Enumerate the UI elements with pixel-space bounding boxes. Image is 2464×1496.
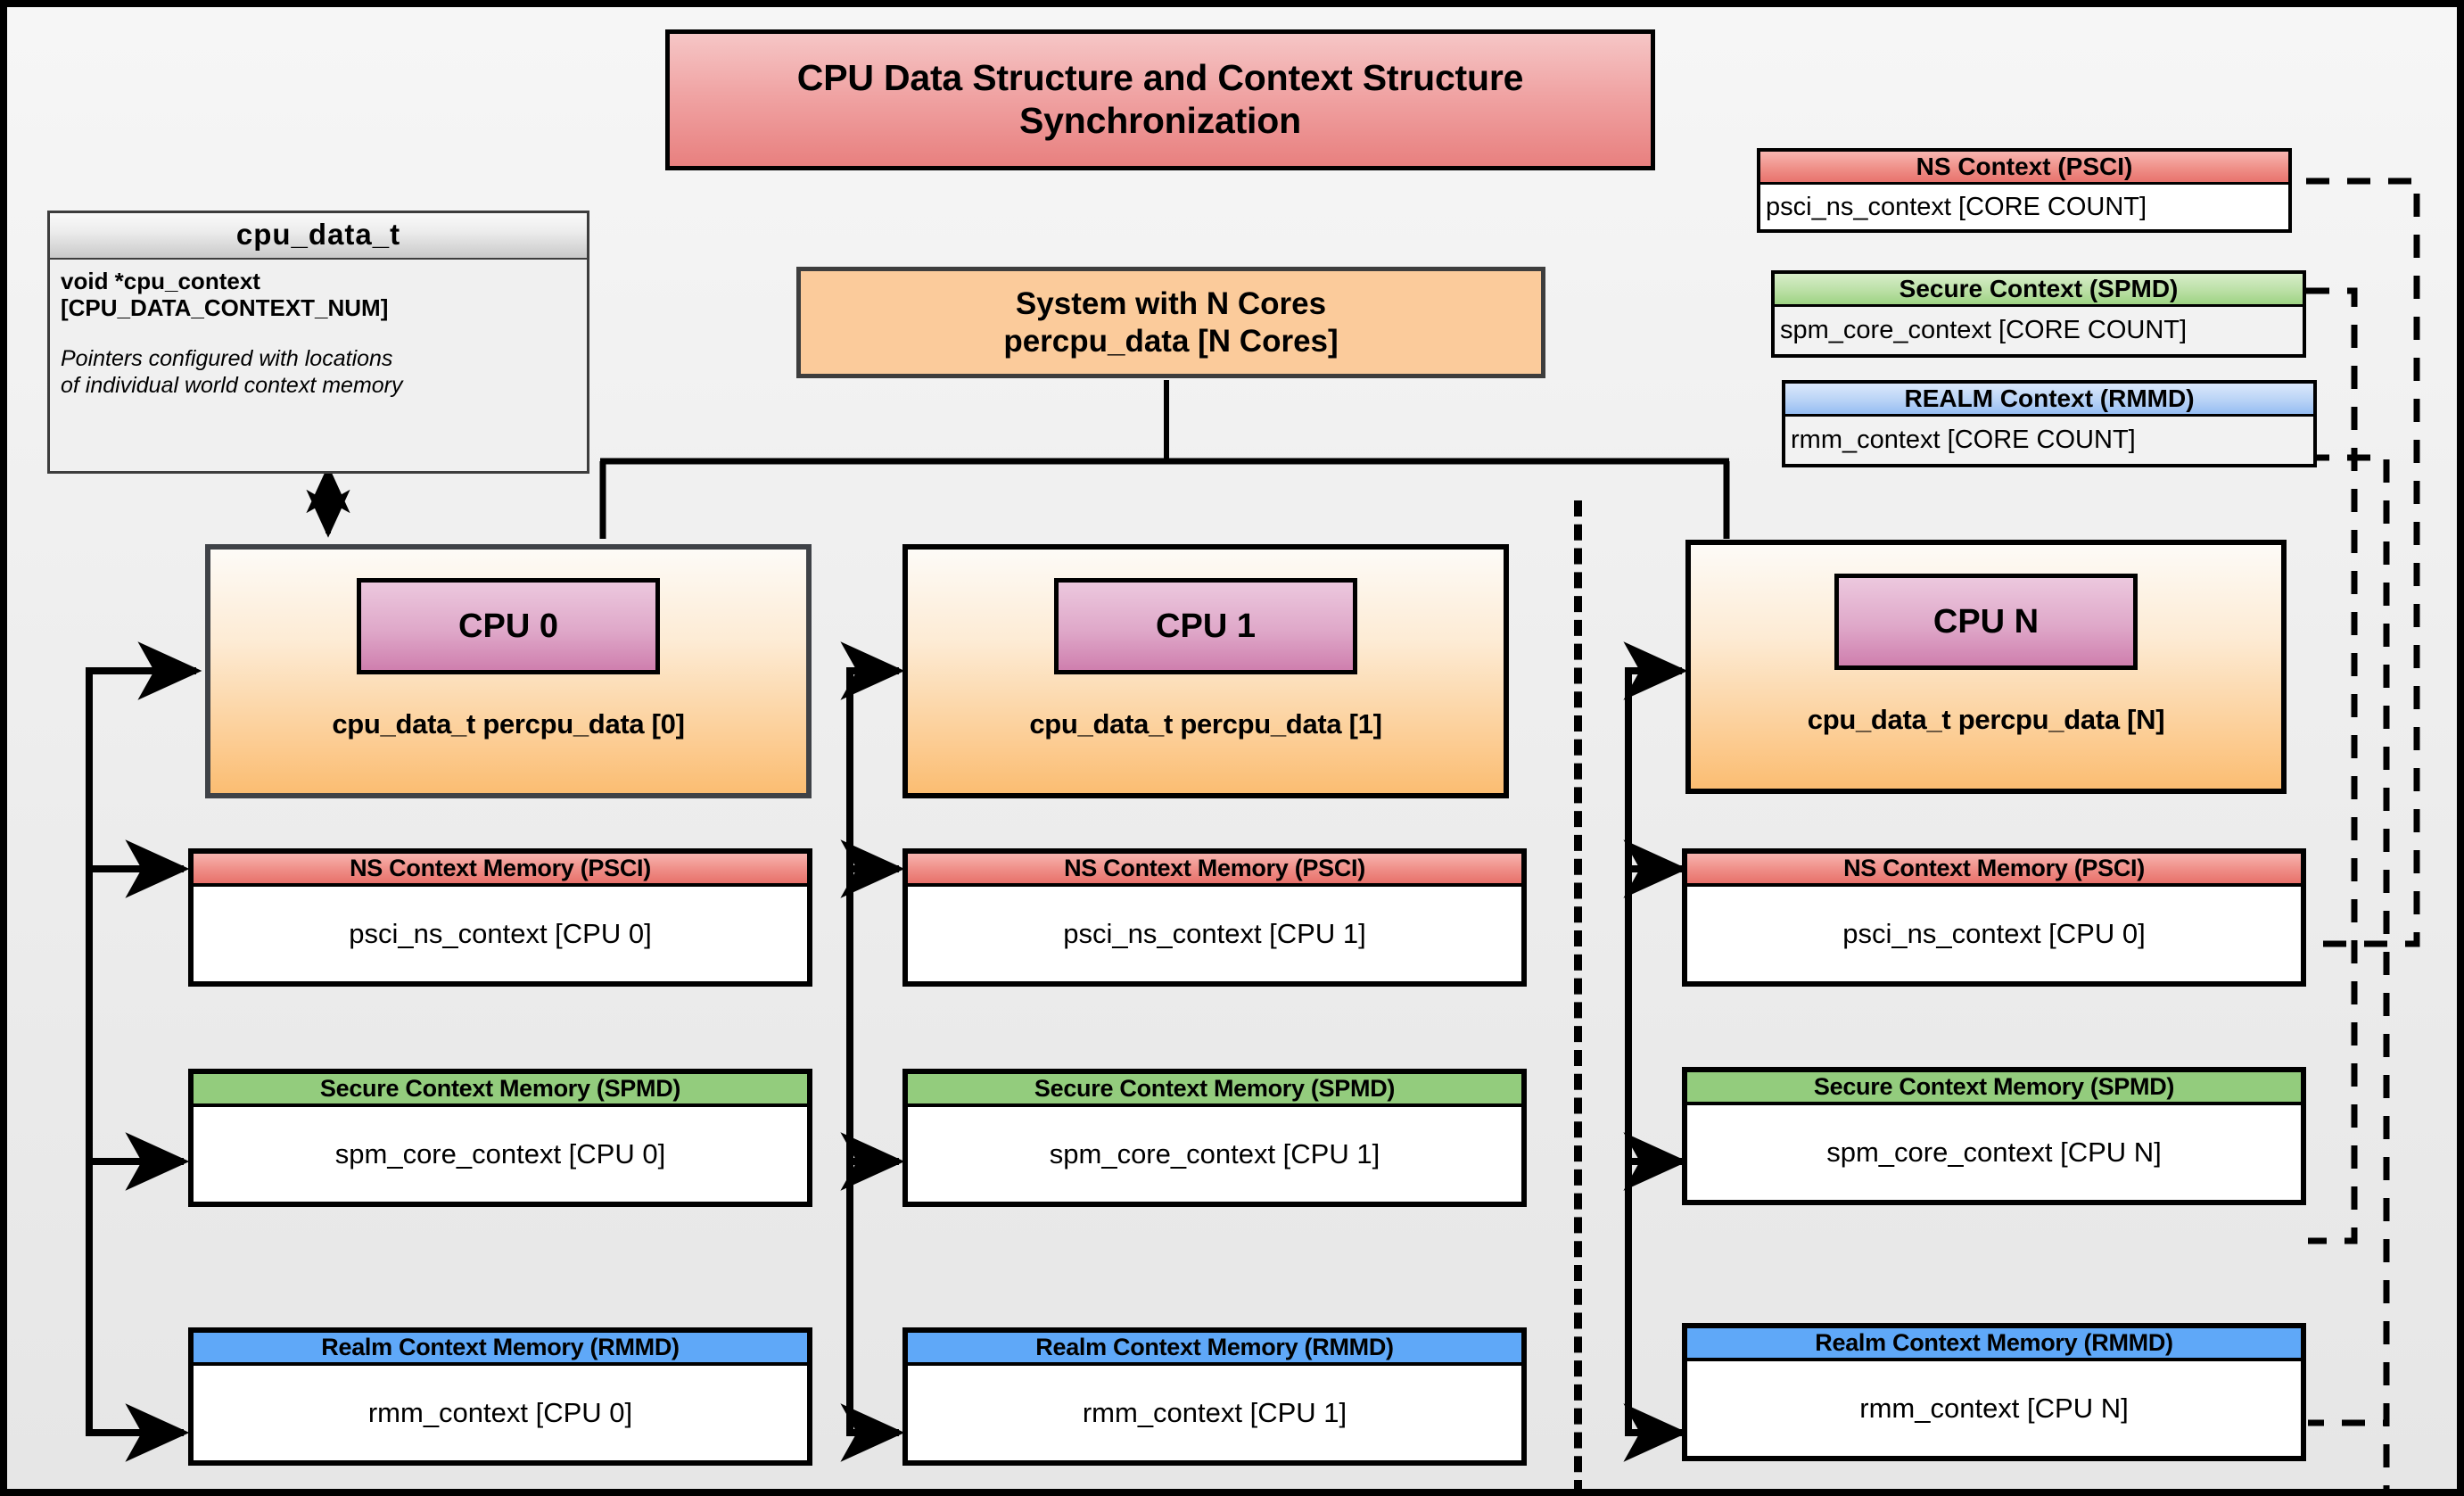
page-title: CPU Data Structure and Context Structure… [665, 29, 1655, 170]
context-body-cpu1-realm: rmm_context [CPU 1] [1082, 1397, 1347, 1429]
context-box-cpu0-secure: Secure Context Memory (SPMD) spm_core_co… [188, 1069, 812, 1207]
cpu-caption-0: cpu_data_t percpu_data [0] [332, 708, 685, 740]
class-box-attribute: void *cpu_context [CPU_DATA_CONTEXT_NUM] [61, 268, 389, 322]
legend-secure-header: Secure Context (SPMD) [1775, 274, 2303, 308]
context-header-cpun-ns: NS Context Memory (PSCI) [1687, 854, 2301, 888]
class-box-title: cpu_data_t [50, 213, 587, 260]
cpu-box-n: CPU N cpu_data_t percpu_data [N] [1685, 540, 2287, 794]
context-body-cpu1-ns: psci_ns_context [CPU 1] [1063, 918, 1366, 950]
context-body-cpun-ns: psci_ns_context [CPU 0] [1842, 918, 2146, 950]
context-header-cpu0-ns: NS Context Memory (PSCI) [194, 854, 807, 888]
context-body-cpun-realm: rmm_context [CPU N] [1859, 1393, 2129, 1425]
context-box-cpu1-ns: NS Context Memory (PSCI) psci_ns_context… [902, 848, 1527, 987]
context-box-cpu0-ns: NS Context Memory (PSCI) psci_ns_context… [188, 848, 812, 987]
legend-box-ns-context: NS Context (PSCI) psci_ns_context [CORE … [1757, 148, 2292, 233]
cpu-caption-n: cpu_data_t percpu_data [N] [1807, 704, 2165, 735]
cpu-data-t-class-box: cpu_data_t void *cpu_context [CPU_DATA_C… [47, 211, 589, 474]
context-box-cpu1-realm: Realm Context Memory (RMMD) rmm_context … [902, 1327, 1527, 1466]
context-box-cpu0-realm: Realm Context Memory (RMMD) rmm_context … [188, 1327, 812, 1466]
context-header-cpun-secure: Secure Context Memory (SPMD) [1687, 1072, 2301, 1106]
context-header-cpun-realm: Realm Context Memory (RMMD) [1687, 1328, 2301, 1362]
system-box-line2: percpu_data [N Cores] [1003, 323, 1339, 359]
context-box-cpun-realm: Realm Context Memory (RMMD) rmm_context … [1682, 1323, 2306, 1461]
context-header-cpu1-secure: Secure Context Memory (SPMD) [908, 1074, 1521, 1108]
context-body-cpu0-secure: spm_core_context [CPU 0] [334, 1138, 666, 1170]
context-header-cpu0-secure: Secure Context Memory (SPMD) [194, 1074, 807, 1108]
context-header-cpu0-realm: Realm Context Memory (RMMD) [194, 1333, 807, 1367]
cpu-box-0: CPU 0 cpu_data_t percpu_data [0] [205, 544, 812, 798]
cpun-pointer-bus [1623, 641, 1688, 1462]
system-root-box: System with N Cores percpu_data [N Cores… [796, 267, 1545, 378]
context-body-cpu1-secure: spm_core_context [CPU 1] [1049, 1138, 1380, 1170]
context-header-cpu1-ns: NS Context Memory (PSCI) [908, 854, 1521, 888]
legend-ns-header: NS Context (PSCI) [1760, 152, 2288, 186]
cpu0-pointer-bus [86, 641, 202, 1462]
legend-realm-header: REALM Context (RMMD) [1785, 384, 2313, 417]
context-box-cpun-secure: Secure Context Memory (SPMD) spm_core_co… [1682, 1067, 2306, 1205]
class-box-note: Pointers configured with locations of in… [61, 345, 403, 398]
context-body-cpu0-ns: psci_ns_context [CPU 0] [349, 918, 652, 950]
legend-realm-body: rmm_context [CORE COUNT] [1785, 417, 2313, 464]
cpu-box-1: CPU 1 cpu_data_t percpu_data [1] [902, 544, 1509, 798]
context-box-cpu1-secure: Secure Context Memory (SPMD) spm_core_co… [902, 1069, 1527, 1207]
cpu-caption-1: cpu_data_t percpu_data [1] [1029, 708, 1382, 740]
context-body-cpu0-realm: rmm_context [CPU 0] [367, 1397, 633, 1429]
cpu1-pointer-bus [840, 641, 905, 1462]
cpu-chip-n: CPU N [1834, 574, 2138, 670]
legend-ns-body: psci_ns_context [CORE COUNT] [1760, 185, 2288, 229]
legend-box-realm-context: REALM Context (RMMD) rmm_context [CORE C… [1782, 380, 2317, 467]
legend-secure-body: spm_core_context [CORE COUNT] [1775, 307, 2303, 354]
context-box-cpun-ns: NS Context Memory (PSCI) psci_ns_context… [1682, 848, 2306, 987]
legend-dashed-connectors [2306, 178, 2420, 1489]
legend-box-secure-context: Secure Context (SPMD) spm_core_context [… [1771, 270, 2306, 358]
system-box-line1: System with N Cores [1015, 285, 1327, 321]
class-box-body: void *cpu_context [CPU_DATA_CONTEXT_NUM]… [50, 260, 587, 408]
system-tree-bus [599, 380, 1730, 539]
context-body-cpun-secure: spm_core_context [CPU N] [1826, 1136, 2162, 1169]
context-header-cpu1-realm: Realm Context Memory (RMMD) [908, 1333, 1521, 1367]
cpu-chip-1: CPU 1 [1054, 578, 1357, 674]
cpu-chip-0: CPU 0 [357, 578, 660, 674]
column-divider [1574, 500, 1582, 1489]
